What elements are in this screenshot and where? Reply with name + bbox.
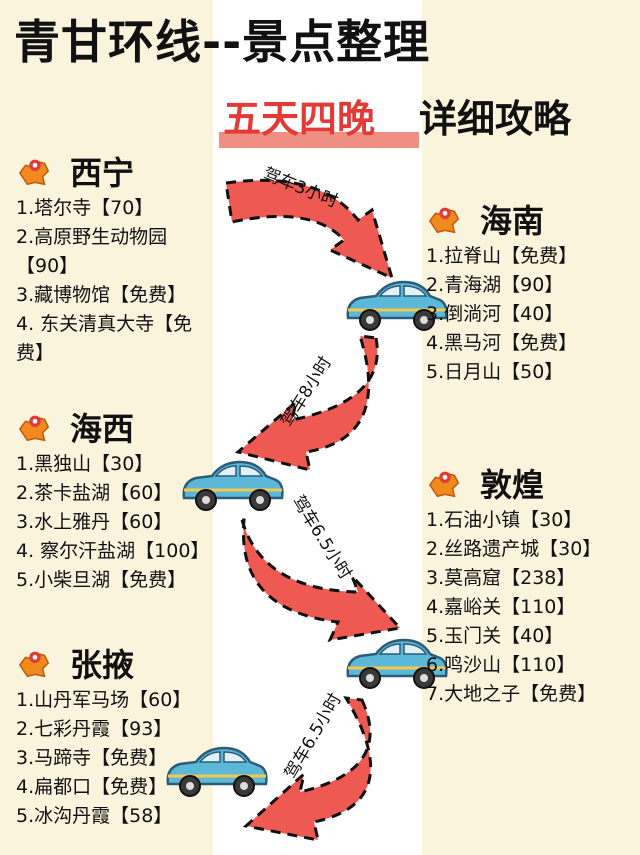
attraction-item: 3.莫高窟【238】: [426, 567, 576, 589]
section-title: 敦煌: [480, 466, 545, 504]
section-title: 西宁: [70, 154, 135, 192]
attraction-item: 4. 察尔汗盐湖【100】: [16, 540, 210, 562]
subtitle-rest: 详细攻略: [419, 97, 572, 141]
section-title: 海南: [480, 202, 545, 240]
right-panel-background: [422, 0, 640, 855]
section-hainan: 海南 1.拉脊山【免费】 2.青海湖【90】 3.倒淌河【40】 4.黑马河【免…: [426, 196, 636, 387]
attraction-item: 1.拉脊山【免费】: [426, 245, 578, 267]
attraction-item: 3.倒淌河【40】: [426, 303, 564, 325]
section-zhangye: 张掖 1.山丹军马场【60】 2.七彩丹霞【93】 3.马蹄寺【免费】 4.扁都…: [16, 640, 212, 831]
section-dunhuang: 敦煌 1.石油小镇【30】 2.丝路遗产城【30】 3.莫高窟【238】 4.嘉…: [426, 460, 636, 709]
section-xining: 西宁 1.塔尔寺【70】 2.高原野生动物园【90】 3.藏博物馆【免费】 4.…: [16, 148, 212, 368]
attraction-item: 1.山丹军马场【60】: [16, 689, 192, 711]
subtitle-highlight: 五天四晚: [223, 97, 376, 141]
subtitle: 五天四晚 详细攻略: [219, 88, 617, 150]
attraction-item: 4.黑马河【免费】: [426, 332, 578, 354]
subtitle-highlight-bar: [219, 132, 419, 148]
attraction-item: 4.嘉峪关【110】: [426, 596, 576, 618]
attraction-item: 5.小柴旦湖【免费】: [16, 569, 187, 591]
section-title: 张掖: [70, 646, 135, 684]
attraction-item: 2.丝路遗产城【30】: [426, 538, 602, 560]
attraction-item: 3.马蹄寺【免费】: [16, 747, 168, 769]
attraction-item: 5.日月山【50】: [426, 361, 564, 383]
map-marker-icon: [18, 415, 50, 442]
attraction-item: 3.水上雅丹【60】: [16, 511, 173, 533]
attraction-item: 5.冰沟丹霞【58】: [16, 805, 173, 827]
attraction-item: 2.茶卡盐湖【60】: [16, 482, 173, 504]
attraction-item: 5.玉门关【40】: [426, 625, 564, 647]
page-title: 青甘环线--景点整理: [14, 15, 431, 69]
attraction-item: 1.石油小镇【30】: [426, 509, 583, 531]
map-marker-icon: [18, 651, 50, 678]
section-title: 海西: [70, 410, 135, 448]
map-marker-icon: [18, 159, 50, 186]
attraction-item: 1.塔尔寺【70】: [16, 197, 154, 219]
attraction-item: 2.青海湖【90】: [426, 274, 564, 296]
map-marker-icon: [428, 207, 460, 234]
attraction-item: 1.黑独山【30】: [16, 453, 154, 475]
attraction-item: 6.鸣沙山【110】: [426, 654, 576, 676]
attraction-item: 4.扁都口【免费】: [16, 776, 168, 798]
section-haixi: 海西 1.黑独山【30】 2.茶卡盐湖【60】 3.水上雅丹【60】 4. 察尔…: [16, 404, 212, 595]
attraction-item: 4. 东关清真大寺【免费】: [16, 313, 193, 364]
attraction-item: 2.七彩丹霞【93】: [16, 718, 173, 740]
map-marker-icon: [428, 471, 460, 498]
attraction-item: 3.藏博物馆【免费】: [16, 284, 187, 306]
attraction-item: 7.大地之子【免费】: [426, 683, 597, 705]
attraction-item: 2.高原野生动物园【90】: [16, 226, 168, 277]
